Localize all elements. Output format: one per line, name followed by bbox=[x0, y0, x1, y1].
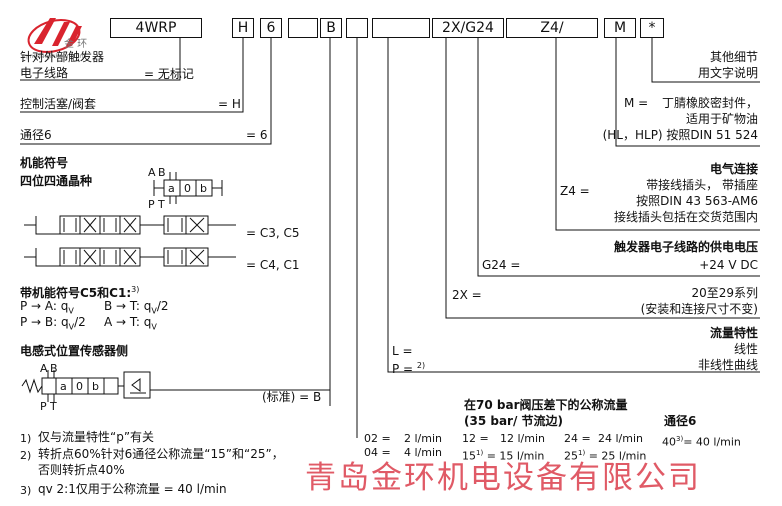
valve-symbol-sensor bbox=[21, 370, 330, 402]
code-cell-type: 4WRP bbox=[110, 18, 202, 38]
symbols-subtitle: 四位四通晶种 bbox=[20, 174, 93, 188]
port-label-P: P bbox=[148, 198, 155, 211]
sensor-pos-a: a bbox=[60, 380, 67, 393]
footnote-3: qv 2:1仅用于公称流量 = 40 l/min bbox=[38, 482, 227, 496]
elec-key: Z4 = bbox=[560, 184, 590, 198]
sensor-pos-0: 0 bbox=[76, 380, 83, 393]
flow-nonlinear-value: 非线性曲线 bbox=[697, 358, 758, 372]
rated-04-val: 4 l/min bbox=[404, 446, 443, 459]
series-line-2: (安装和连接尺寸不变) bbox=[640, 302, 758, 316]
rated-15: 151) = 15 l/min bbox=[462, 449, 545, 463]
valve-symbol-c4-c1 bbox=[24, 247, 236, 267]
symbols-title: 机能符号 bbox=[20, 156, 69, 170]
elec-line-3: 接线插头包括在交货范围内 bbox=[613, 210, 758, 224]
footnote-2a: 转折点60%针对6通径公称流量“15”和“25”， bbox=[38, 447, 284, 461]
sensor-port-A: A bbox=[40, 362, 48, 375]
rated-flow-title: 在70 bar阀压差下的公称流量 bbox=[464, 398, 628, 412]
code-cell-series-voltage: 2X/G24 bbox=[432, 18, 504, 38]
supply-value: +24 V DC bbox=[699, 258, 758, 272]
valve-symbol-4-position bbox=[153, 172, 223, 204]
rated-24-val: 24 l/min bbox=[598, 432, 643, 445]
pos-label-b: b bbox=[200, 182, 207, 195]
code-cell-connection: Z4/ bbox=[506, 18, 598, 38]
rated-04-key: 04 = bbox=[364, 446, 391, 459]
sensor-port-T: T bbox=[50, 400, 57, 413]
symbol-eq-1: = C3, C5 bbox=[246, 226, 300, 240]
code-cell-blank-1 bbox=[288, 18, 318, 38]
port-label-A: A bbox=[148, 166, 156, 179]
code-cell-flow-char bbox=[346, 18, 368, 38]
spool-label: 控制活塞/阀套 bbox=[20, 97, 97, 111]
sym-notes-title: 带机能符号C5和C1:3) bbox=[20, 285, 140, 300]
supply-title: 触发器电子线路的供电电压 bbox=[613, 240, 758, 254]
logo-text: 金 环 bbox=[64, 39, 88, 50]
sensor-standard: (标准) = B bbox=[262, 390, 322, 404]
elec-line-1: 带接线插头， 带插座 bbox=[646, 178, 758, 192]
circuit-label: 针对外部触发器 bbox=[20, 50, 105, 64]
rated-02-val: 2 l/min bbox=[404, 432, 443, 445]
valve-symbol-c3-c5 bbox=[24, 215, 236, 235]
size-value: = 6 bbox=[246, 128, 268, 142]
flow-at: A → T: qV bbox=[104, 315, 157, 332]
other-details-2: 用文字说明 bbox=[697, 66, 758, 80]
company-logo: 金 环 qingdaojinhuan.com bbox=[24, 14, 110, 62]
size-label: 通径6 bbox=[20, 128, 52, 142]
footnote-2-num: 2) bbox=[20, 449, 32, 462]
code-cell-rated-flow bbox=[372, 18, 430, 38]
port-label-T: T bbox=[158, 198, 165, 211]
rated-12-val: 12 l/min bbox=[500, 432, 545, 445]
flow-pb: P → B: qV/2 bbox=[20, 315, 86, 332]
pos-label-a: a bbox=[168, 182, 175, 195]
sensor-port-P: P bbox=[40, 400, 47, 413]
series-key: 2X = bbox=[452, 288, 482, 302]
seal-line-3: (HL，HLP) 按照DIN 51 524 bbox=[602, 128, 758, 142]
rated-02-key: 02 = bbox=[364, 432, 391, 445]
company-watermark: 青岛金环机电设备有限公司 bbox=[305, 460, 701, 496]
code-cell-spool: H bbox=[232, 18, 254, 38]
footnote-1-num: 1) bbox=[20, 432, 32, 445]
rated-40: 403)= 40 l/min bbox=[662, 435, 741, 449]
footnote-2b: 否则转折点40% bbox=[38, 463, 125, 477]
supply-key: G24 = bbox=[482, 258, 521, 272]
flow-linear-value: 线性 bbox=[733, 342, 758, 356]
rated-24-key: 24 = bbox=[564, 432, 591, 445]
rated-25: 251) = 25 l/min bbox=[564, 449, 647, 463]
circuit-value: = 无标记 bbox=[144, 67, 194, 81]
code-cell-size: 6 bbox=[260, 18, 282, 38]
footnote-1: 仅与流量特性“p”有关 bbox=[38, 430, 155, 444]
flow-nonlinear-key: P = 2) bbox=[392, 361, 426, 376]
code-cell-sensor: B bbox=[320, 18, 342, 38]
rated-flow-size: 通径6 bbox=[664, 414, 697, 428]
flow-pa: P → A: qV bbox=[20, 299, 74, 316]
other-details-1: 其他细节 bbox=[709, 50, 758, 64]
rated-flow-subtitle: (35 bar/ 节流边) bbox=[464, 414, 564, 428]
elec-title: 电气连接 bbox=[709, 162, 758, 176]
series-line-1: 20至29系列 bbox=[691, 286, 758, 300]
seal-line-2: 适用于矿物油 bbox=[685, 112, 758, 126]
footnote-3-num: 3) bbox=[20, 484, 32, 497]
flow-linear-key: L = bbox=[392, 344, 413, 358]
logo-mark-icon bbox=[27, 18, 82, 53]
flow-bt: B → T: qV/2 bbox=[104, 299, 169, 316]
circuit-label-2: 电子线路 bbox=[20, 66, 69, 80]
symbol-eq-2: = C4, C1 bbox=[246, 258, 300, 272]
flow-char-title: 流量特性 bbox=[709, 326, 758, 340]
code-cell-other: * bbox=[640, 18, 664, 38]
sensor-port-B: B bbox=[50, 362, 58, 375]
seal-key: M = bbox=[624, 96, 649, 110]
spool-value: = H bbox=[218, 97, 241, 111]
elec-line-2: 按照DIN 43 563-AM6 bbox=[636, 194, 758, 208]
sensor-title: 电感式位置传感器侧 bbox=[20, 344, 129, 358]
sensor-pos-b: b bbox=[92, 380, 99, 393]
rated-12-key: 12 = bbox=[462, 432, 489, 445]
logo-subtext: qingdaojinhuan.com bbox=[24, 53, 86, 60]
code-cell-seal: M bbox=[604, 18, 636, 38]
pos-label-0: 0 bbox=[184, 182, 191, 195]
port-label-B: B bbox=[158, 166, 166, 179]
seal-line-1: 丁腈橡胶密封件， bbox=[661, 96, 758, 110]
